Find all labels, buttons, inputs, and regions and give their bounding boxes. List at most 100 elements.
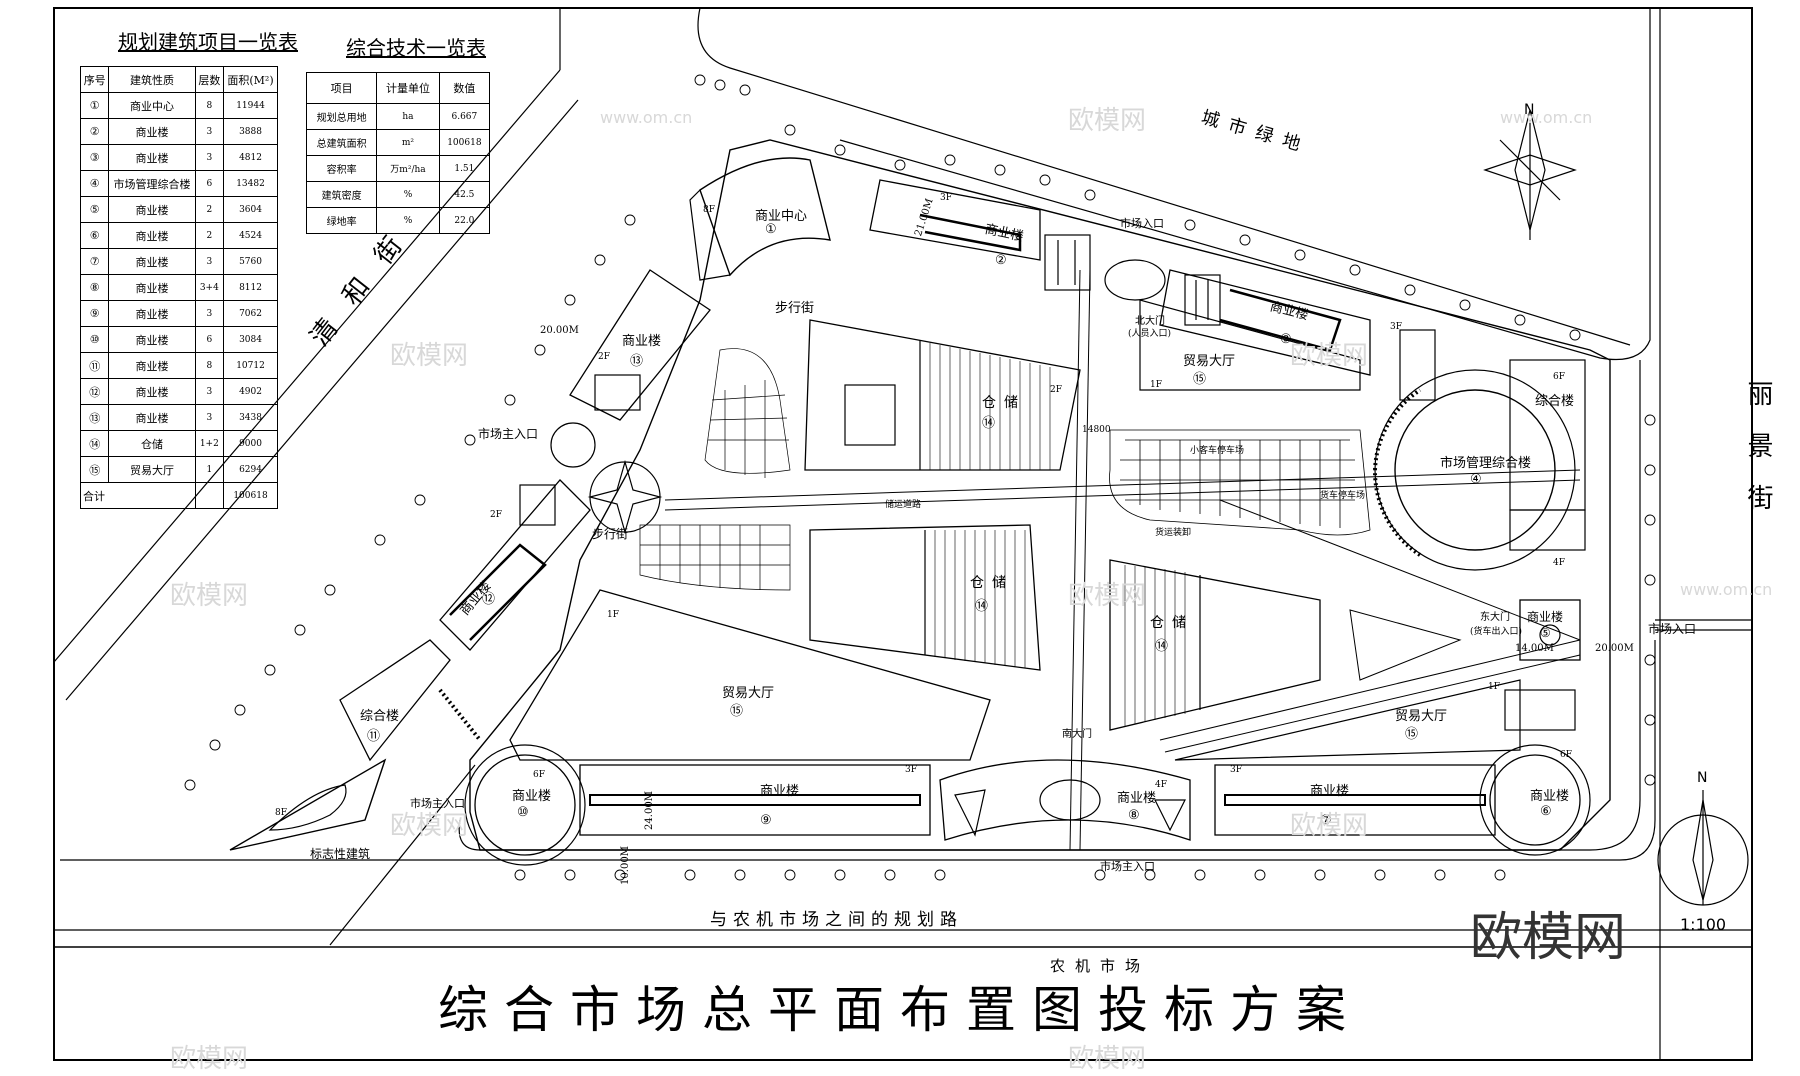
total-label: 合计 (80, 482, 196, 509)
floor-1f-se: 1F (1488, 682, 1500, 692)
storage-14-right (1109, 559, 1321, 731)
table-cell: ha (376, 103, 440, 130)
north-road (697, 7, 1752, 1060)
building-6 (1479, 744, 1591, 856)
table-cell: ⑦ (79, 248, 110, 275)
building-8-south-gate (939, 759, 1191, 841)
table-cell: 8 (194, 352, 225, 379)
table-cell: 6 (194, 170, 225, 197)
table-cell: % (376, 181, 440, 208)
building-12 (439, 479, 591, 651)
label-freight-parking: 货车停车场 (1320, 491, 1366, 501)
table-cell: 3438 (223, 404, 278, 431)
table-cell: ③ (79, 144, 110, 171)
label-east-gate: 东大门 (1480, 612, 1510, 623)
table-cell: 商业楼 (108, 300, 196, 327)
label-main-entrance-south: 市场主入口 (1100, 860, 1155, 873)
table-cell: ⑮ (79, 456, 110, 483)
label-entrance-north: 市场入口 (1120, 217, 1164, 230)
dim-east-20: 20.00M (1595, 643, 1634, 654)
floor-6f-b10: 6F (533, 770, 545, 780)
buildings-header-cell: 层数 (194, 66, 225, 93)
table-cell: % (376, 207, 440, 234)
floor-2f-b12: 2F (490, 510, 502, 520)
watermark-site-3: www.om.cn (1680, 580, 1773, 599)
drawing-frame (53, 7, 1753, 1061)
num-7: ⑦ (1320, 813, 1332, 828)
dim-south-10: 10.00M (619, 846, 631, 885)
table-row: 绿地率%22.0 (305, 207, 491, 234)
road-label-bottom: 农机市场 (1050, 957, 1151, 975)
table-cell: ① (79, 92, 110, 119)
trade-hall-15-sw (509, 589, 991, 761)
pavement-grid-a (704, 348, 791, 478)
num-15-se: ⑮ (1405, 727, 1419, 742)
table-cell: 8112 (223, 274, 278, 301)
floor-1f-sw: 1F (607, 610, 619, 620)
table-cell: ⑧ (79, 274, 110, 301)
street-trees (184, 74, 1656, 881)
watermark-logo-5: 欧模网 (1068, 581, 1147, 611)
pavement-grid-b (639, 524, 791, 591)
floor-4f-b8: 4F (1155, 780, 1167, 790)
label-complex-4: 综合楼 (1535, 394, 1575, 409)
table-cell: ⑥ (79, 222, 110, 249)
num-12: ⑫ (482, 592, 496, 607)
watermark-logo-7: 欧模网 (1290, 811, 1369, 841)
dim-east-14: 14.00M (1515, 643, 1554, 654)
table-cell: 3604 (223, 196, 278, 223)
label-commercial-8: 商业楼 (1117, 791, 1157, 806)
floor-2f-storage: 2F (1050, 385, 1062, 395)
buildings-table-title: 规划建筑项目一览表 (118, 30, 298, 54)
table-cell: ④ (79, 170, 110, 197)
table-cell: 规划总用地 (305, 103, 378, 130)
landmark-building (229, 758, 387, 851)
label-east-gate-note: (货车出入口) (1470, 627, 1523, 637)
table-cell: 8 (194, 92, 225, 119)
floor-1f-ne: 1F (1150, 380, 1162, 390)
table-cell: 商业楼 (108, 118, 196, 145)
num-10: ⑩ (517, 805, 529, 820)
building-3 (1159, 269, 1436, 401)
table-cell: 商业楼 (108, 222, 196, 249)
building-7 (1214, 764, 1496, 836)
label-trade-hall-se: 贸易大厅 (1395, 709, 1448, 724)
buildings-header-cell: 建筑性质 (108, 66, 196, 93)
num-5: ⑤ (1540, 626, 1551, 640)
table-cell: 11944 (223, 92, 278, 119)
north-letter-bottom: N (1697, 770, 1708, 786)
table-cell: ⑪ (79, 352, 110, 379)
table-cell: 容积率 (305, 155, 378, 182)
building-2 (869, 179, 1091, 291)
label-entrance-east: 市场入口 (1648, 622, 1697, 636)
table-cell: 4812 (223, 144, 278, 171)
building-5 (1504, 599, 1581, 731)
floor-6f-b4: 6F (1553, 372, 1565, 382)
corner-logo: 欧模网 (1470, 908, 1627, 968)
road-label-east: 丽景街 (1743, 380, 1773, 536)
page-title: 综合市场总平面布置图投标方案 (438, 981, 1362, 1039)
table-cell: 1+2 (194, 430, 225, 457)
watermark-logo-3: 欧模网 (1290, 341, 1369, 371)
north-letter-top: N (1524, 102, 1535, 118)
car-parking (1109, 429, 1371, 536)
table-cell: 总建筑面积 (305, 129, 378, 156)
table-cell: 6.667 (438, 103, 491, 130)
label-trade-hall-sw: 贸易大厅 (722, 686, 775, 701)
table-cell: 3 (194, 300, 225, 327)
floor-3f-b3: 3F (1390, 322, 1402, 332)
fountain-plaza (587, 459, 663, 535)
table-cell: 42.5 (438, 181, 491, 208)
table-cell: 6 (194, 326, 225, 353)
table-cell: 商业楼 (108, 274, 196, 301)
table-cell: 建筑密度 (305, 181, 378, 208)
